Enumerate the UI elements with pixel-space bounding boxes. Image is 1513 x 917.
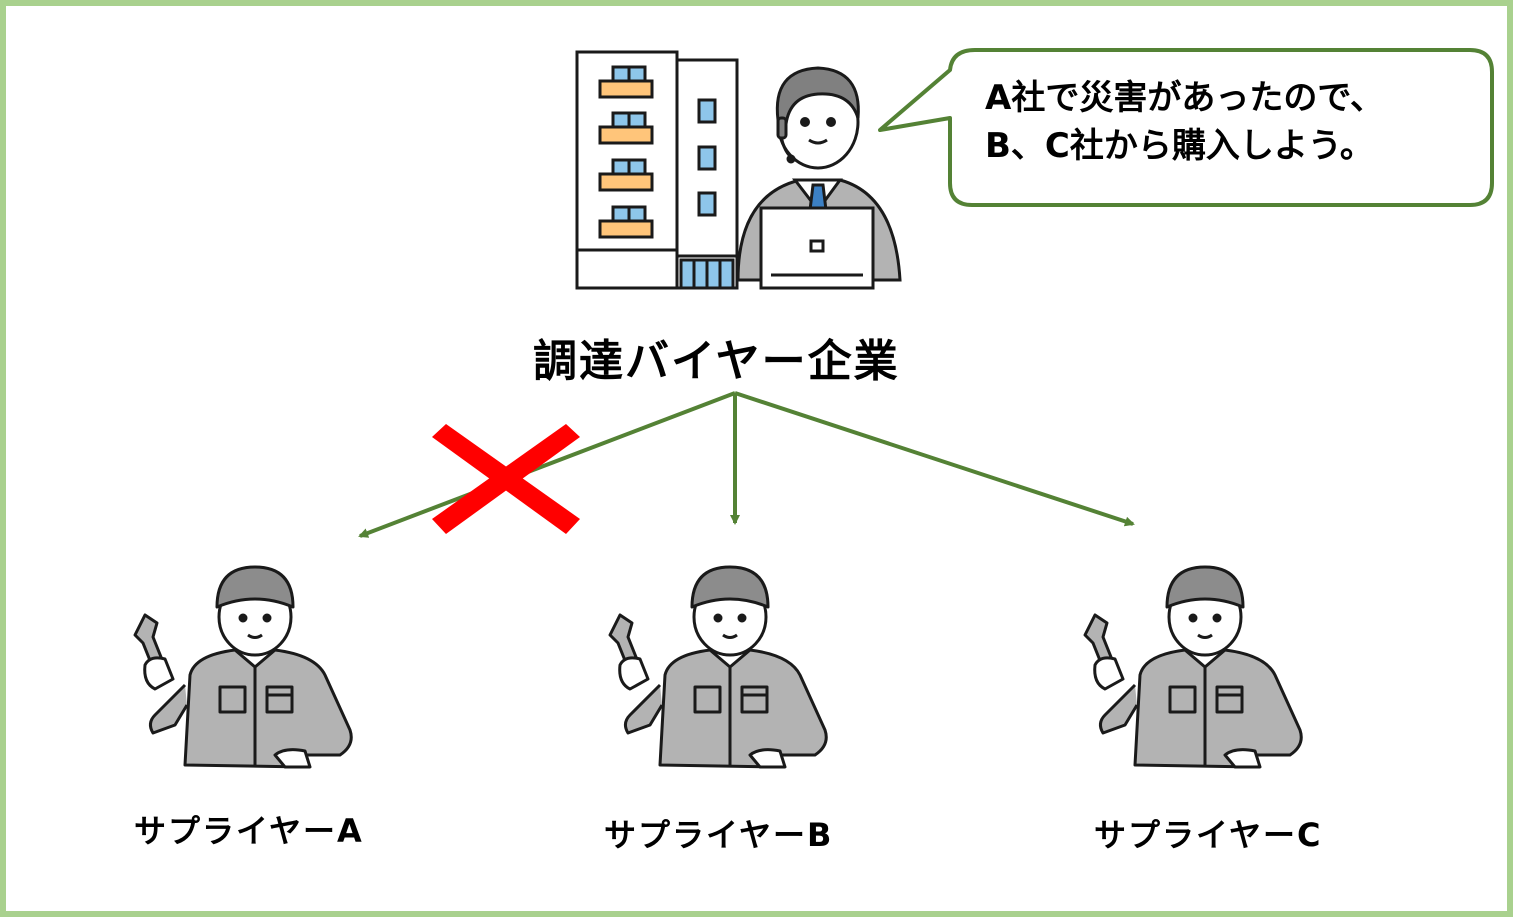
worker-icon-supplier-c (1083, 565, 1303, 769)
speech-bubble-outline (878, 48, 1494, 207)
speech-bubble-text: A社で災害があったので、 B、C社から購入しよう。 (985, 74, 1384, 170)
operator-person-icon (736, 66, 902, 290)
worker-icon-supplier-b (608, 565, 828, 769)
worker-icon-supplier-a (133, 565, 353, 769)
buyer-label: 調達バイヤー企業 (533, 336, 900, 387)
red-cross-icon (432, 424, 580, 534)
arrow-to-supplier-a (358, 391, 736, 538)
supplier-b-label: サプライヤーB (604, 816, 834, 854)
supplier-a-label: サプライヤーA (134, 812, 364, 850)
supplier-c-label: サプライヤーC (1094, 816, 1323, 854)
speech-line-1: A社で災害があったので、 (985, 78, 1384, 118)
arrow-to-supplier-c (734, 391, 1135, 527)
office-building-icon (575, 50, 739, 290)
speech-line-2: B、C社から購入しよう。 (985, 126, 1374, 166)
